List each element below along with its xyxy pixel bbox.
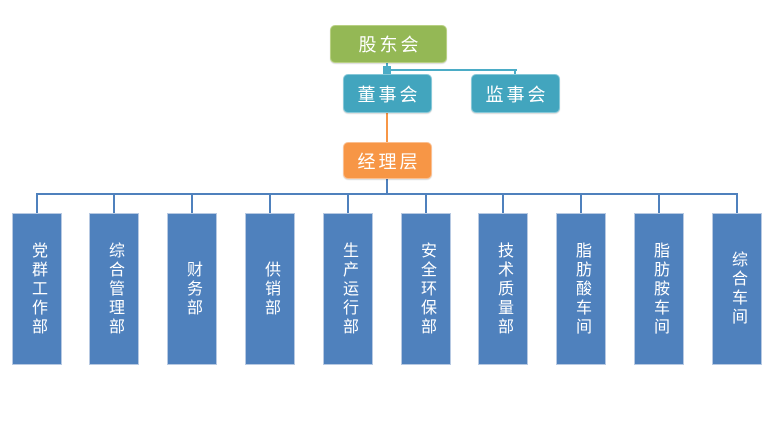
dept-production-operation: 生产运行部 — [323, 213, 373, 365]
dept-label: 生产运行部 — [340, 241, 357, 337]
connector-top-elbow — [383, 66, 391, 74]
connector-top-horizontal — [386, 69, 517, 71]
dept-label: 供销部 — [262, 260, 279, 318]
dept-general-management: 综合管理部 — [89, 213, 139, 365]
dept-label: 安全环保部 — [418, 241, 435, 337]
node-board-label: 董事会 — [357, 84, 421, 105]
connector-drop-7 — [502, 194, 504, 213]
dept-party-masses-work: 党群工作部 — [12, 213, 62, 365]
dept-finance: 财务部 — [167, 213, 217, 365]
node-supervisory-label: 监事会 — [485, 84, 549, 105]
connector-drop-8 — [580, 194, 582, 213]
dept-label: 财务部 — [184, 260, 201, 318]
workshop-general: 综合车间 — [712, 213, 762, 365]
node-shareholders-meeting: 股东会 — [330, 25, 447, 63]
dept-supply-marketing: 供销部 — [245, 213, 295, 365]
dept-safety-environment: 安全环保部 — [401, 213, 451, 365]
connector-drop-4 — [269, 194, 271, 213]
connector-drop-3 — [191, 194, 193, 213]
connector-drop-2 — [113, 194, 115, 213]
node-board-of-directors: 董事会 — [343, 74, 432, 113]
dept-label: 综合管理部 — [106, 241, 123, 337]
node-management-level: 经理层 — [343, 142, 432, 179]
connector-drop-9 — [658, 194, 660, 213]
dept-label: 技术质量部 — [495, 241, 512, 337]
connector-drop-1 — [36, 194, 38, 213]
dept-label: 脂肪胺车间 — [651, 241, 668, 337]
connector-drop-5 — [347, 194, 349, 213]
node-supervisory-board: 监事会 — [471, 74, 560, 113]
dept-label: 党群工作部 — [29, 241, 46, 337]
connector-management-down — [386, 176, 388, 194]
dept-technology-quality: 技术质量部 — [478, 213, 528, 365]
workshop-fatty-acid: 脂肪酸车间 — [556, 213, 606, 365]
dept-label: 脂肪酸车间 — [573, 241, 590, 337]
connector-supervisory-drop — [514, 69, 516, 76]
node-management-label: 经理层 — [357, 151, 421, 172]
dept-label: 综合车间 — [729, 251, 746, 327]
connector-drop-6 — [425, 194, 427, 213]
connector-drop-10 — [736, 194, 738, 213]
workshop-fatty-amine: 脂肪胺车间 — [634, 213, 684, 365]
connector-board-to-management — [386, 111, 388, 143]
node-shareholders-label: 股东会 — [358, 35, 422, 55]
connector-bus — [36, 193, 738, 195]
